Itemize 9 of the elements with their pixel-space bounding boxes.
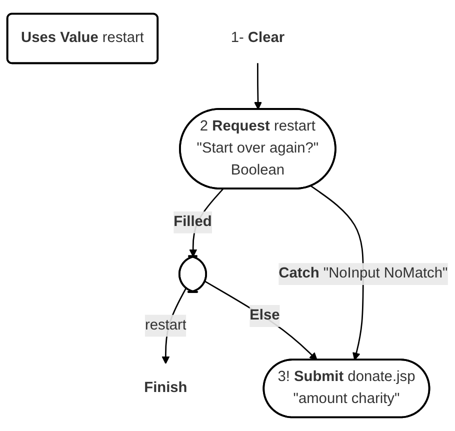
edge-label: Catch "NoInput NoMatch" [278,266,448,282]
edge-label: restart [144,318,186,334]
edge-label: Filled [174,214,212,230]
arrow [310,186,364,360]
node-text: 1- Clear [230,30,285,46]
arrow [204,280,318,360]
arrow [254,63,262,110]
edge-label: Else [250,308,280,324]
node-text: Finish [144,380,188,396]
